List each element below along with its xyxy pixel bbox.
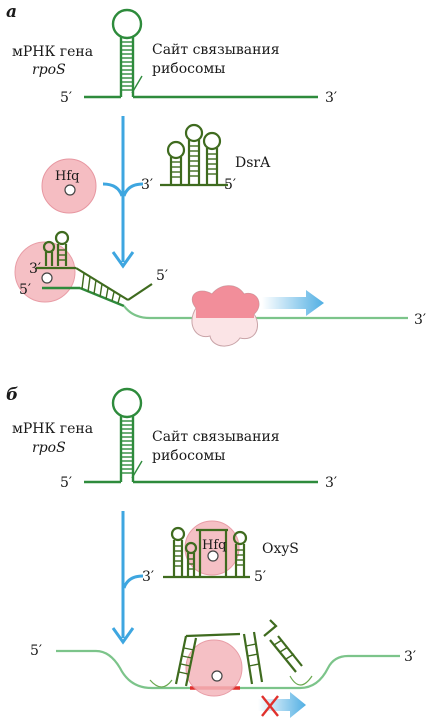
rbs-label: Сайт связывания (152, 429, 280, 445)
hairpin-loop (111, 8, 143, 40)
mrna-3-end: 3′ (325, 475, 337, 491)
dsra-label: DsrA (235, 155, 271, 171)
oxys-hfq-complex: Hfq (163, 520, 250, 579)
block-cross-icon (261, 695, 279, 717)
mrna-label: мРНК гена (12, 44, 93, 60)
mrna-gene-name: rpoS (32, 62, 66, 78)
rbs-pointer (131, 460, 143, 479)
mrna-gene-name: rpoS (32, 440, 66, 456)
hfq-label: Hfq (55, 169, 79, 184)
hairpin-loop (111, 387, 143, 419)
complex-5-end: 5′ (19, 282, 31, 298)
panel-b-letter: б (6, 385, 18, 405)
complex-3-end: 3′ (29, 261, 41, 277)
hfq-label: Hfq (202, 538, 226, 553)
oxys-3-end: 3′ (142, 569, 154, 585)
rbs-label-2: рибосомы (152, 448, 225, 464)
process-arrow-a (102, 116, 144, 269)
complex-3-end: 3′ (404, 649, 416, 665)
panel-b: б мРНК гена rpoS Сайт связывания рибосом… (6, 385, 416, 718)
oxys-mrna-complex (56, 619, 400, 718)
complex-srna-5-end: 5′ (156, 268, 168, 284)
mrna-5-end: 5′ (60, 90, 72, 106)
dsra-3-end: 3′ (141, 177, 153, 193)
process-arrow-b (111, 511, 144, 645)
complex-mrna-3-end: 3′ (414, 312, 426, 328)
dsra-srna (160, 123, 228, 187)
translation-arrow (262, 290, 324, 316)
dsra-mrna-complex (14, 230, 408, 347)
mrna-5-end: 5′ (60, 475, 72, 491)
mrna-3-end: 3′ (325, 90, 337, 106)
mrna-label: мРНК гена (12, 421, 93, 437)
panel-a: а мРНК гена rpoS Сайт связывания рибосом… (6, 2, 426, 347)
rbs-label-2: рибосомы (152, 61, 225, 77)
rbs-label: Сайт связывания (152, 42, 280, 58)
hfq-protein: Hfq (41, 158, 97, 214)
oxys-label: OxyS (262, 541, 299, 557)
hairpin-stem-rungs (121, 41, 133, 91)
panel-a-letter: а (6, 2, 17, 22)
translation-arrow (258, 692, 306, 718)
panel-a-mrna (84, 8, 318, 99)
dsra-5-end: 5′ (224, 177, 236, 193)
panel-b-mrna (84, 387, 318, 484)
complex-5-end: 5′ (30, 643, 42, 659)
oxys-5-end: 5′ (254, 569, 266, 585)
rbs-pointer (131, 75, 143, 94)
